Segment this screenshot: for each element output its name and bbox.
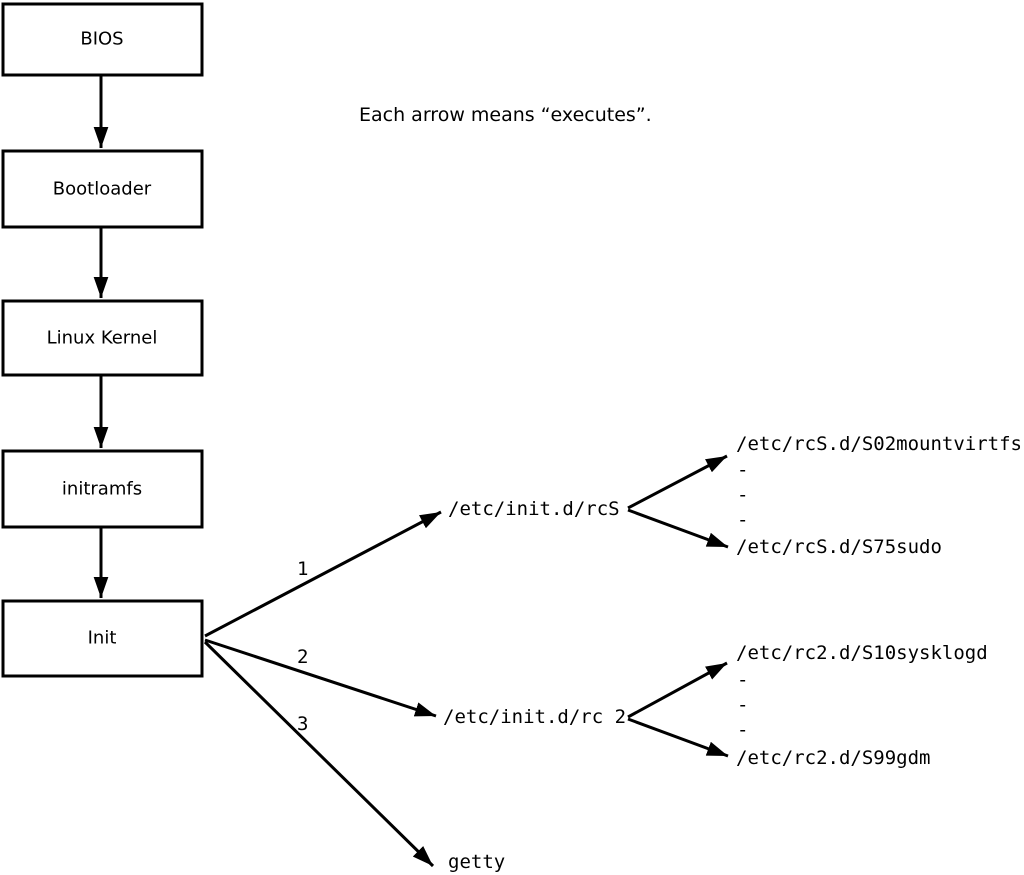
caption: Each arrow means “executes”.: [359, 104, 652, 126]
rc2-fanout-arrows: [627, 661, 729, 758]
initramfs-box: [1, 449, 204, 529]
arrow-rc2-to-first: [627, 661, 728, 719]
rc2-branch: /etc/init.d/rc 2 /etc/rc2.d/S10sysklogd …: [443, 642, 988, 769]
rc2-last-script-label: /etc/rc2.d/S99gdm: [736, 747, 930, 769]
bios-label: BIOS: [80, 29, 123, 50]
rc2-ellipsis-dash-1: -: [737, 669, 748, 691]
rcS-last-script-label: /etc/rcS.d/S75sudo: [736, 536, 942, 558]
init-box: [1, 599, 204, 678]
linux-kernel-label: Linux Kernel: [47, 328, 158, 349]
rcS-ellipsis-dash-3: -: [737, 509, 748, 531]
rcS-first-script-label: /etc/rcS.d/S02mountvirtfs: [736, 433, 1022, 455]
getty-label: getty: [448, 851, 505, 873]
node-linux-kernel: Linux Kernel: [1, 299, 204, 377]
bootloader-box: [1, 149, 204, 229]
rc2-first-script-label: /etc/rc2.d/S10sysklogd: [736, 642, 988, 664]
rc2-script-label: /etc/init.d/rc 2: [443, 706, 626, 728]
rcS-script-label: /etc/init.d/rcS: [448, 498, 620, 520]
arrow-rc2-to-last: [627, 717, 729, 758]
arrow-init-to-rcS: [204, 510, 442, 638]
rcS-branch: /etc/init.d/rcS /etc/rcS.d/S02mountvirtf…: [448, 433, 1022, 558]
bootloader-label: Bootloader: [53, 179, 152, 200]
linux-kernel-box: [1, 299, 204, 377]
initramfs-label: initramfs: [62, 479, 142, 500]
arrow-rcS-to-last: [627, 508, 729, 549]
arrow-init-to-getty: [203, 640, 435, 868]
rcS-fanout-arrows: [627, 454, 729, 549]
node-bios: BIOS: [1, 2, 204, 77]
init-fanout-arrows: [203, 510, 442, 868]
rcS-ellipsis-dash-1: -: [737, 459, 748, 481]
node-init: Init: [1, 599, 204, 678]
rc2-ellipsis-dash-2: -: [737, 694, 748, 716]
rc2-ellipsis-dash-3: -: [737, 719, 748, 741]
node-bootloader: Bootloader: [1, 149, 204, 229]
arrow-rcS-to-first: [627, 454, 728, 510]
node-initramfs: initramfs: [1, 449, 204, 529]
rcS-ellipsis-dash-2: -: [737, 484, 748, 506]
branch-number-2: 2: [297, 646, 308, 668]
arrow-init-to-rc2: [204, 638, 437, 718]
branch-number-1: 1: [297, 558, 308, 580]
init-label: Init: [88, 628, 117, 649]
bios-box: [1, 2, 204, 77]
branch-number-3: 3: [297, 713, 308, 735]
